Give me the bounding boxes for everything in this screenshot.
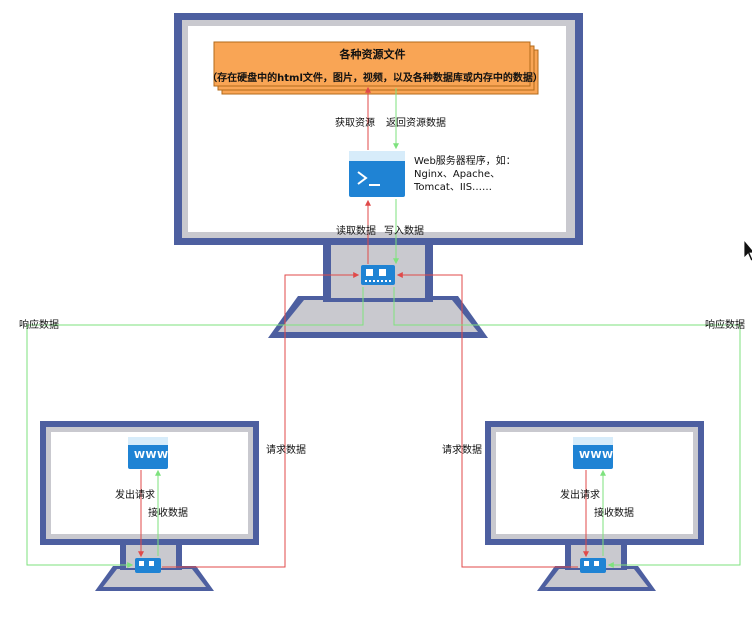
mouse-cursor-icon bbox=[743, 238, 752, 262]
send-request-label-left: 发出请求 bbox=[115, 490, 155, 501]
client-monitor-left bbox=[40, 421, 259, 591]
write-data-label: 写入数据 bbox=[384, 226, 424, 237]
network-card-icon-left bbox=[135, 558, 161, 573]
terminal-icon bbox=[349, 151, 405, 197]
browser-icon-left bbox=[128, 437, 168, 469]
send-request-label-right: 发出请求 bbox=[560, 490, 600, 501]
www-label-right: WWW bbox=[579, 450, 614, 461]
request-label-right: 请求数据 bbox=[442, 445, 482, 456]
client-monitor-right bbox=[485, 421, 704, 591]
response-line-left bbox=[26, 287, 364, 568]
get-resource-label: 获取资源 bbox=[335, 118, 375, 129]
response-label-left: 响应数据 bbox=[19, 320, 59, 331]
read-data-label: 读取数据 bbox=[336, 226, 376, 237]
resource-title: 各种资源文件 bbox=[339, 48, 406, 61]
response-line-right bbox=[393, 287, 741, 568]
request-line-right bbox=[396, 272, 578, 568]
receive-data-label-right: 接收数据 bbox=[594, 508, 634, 519]
return-resource-label: 返回资源数据 bbox=[386, 118, 446, 129]
server-network-card-icon bbox=[361, 265, 395, 285]
resource-files-stack bbox=[213, 41, 539, 95]
network-card-icon-right bbox=[580, 558, 606, 573]
request-line-left bbox=[162, 272, 360, 568]
www-label-left: WWW bbox=[134, 450, 169, 461]
receive-data-label-left: 接收数据 bbox=[148, 508, 188, 519]
request-label-left: 请求数据 bbox=[266, 445, 306, 456]
response-label-right: 响应数据 bbox=[705, 320, 745, 331]
resource-subtitle: （存在硬盘中的html文件，图片，视频，以及各种数据库或内存中的数据） bbox=[207, 73, 543, 84]
browser-icon-right bbox=[573, 437, 613, 469]
server-description: Web服务器程序，如： Nginx、Apache、 Tomcat、IIS…… bbox=[414, 156, 516, 193]
